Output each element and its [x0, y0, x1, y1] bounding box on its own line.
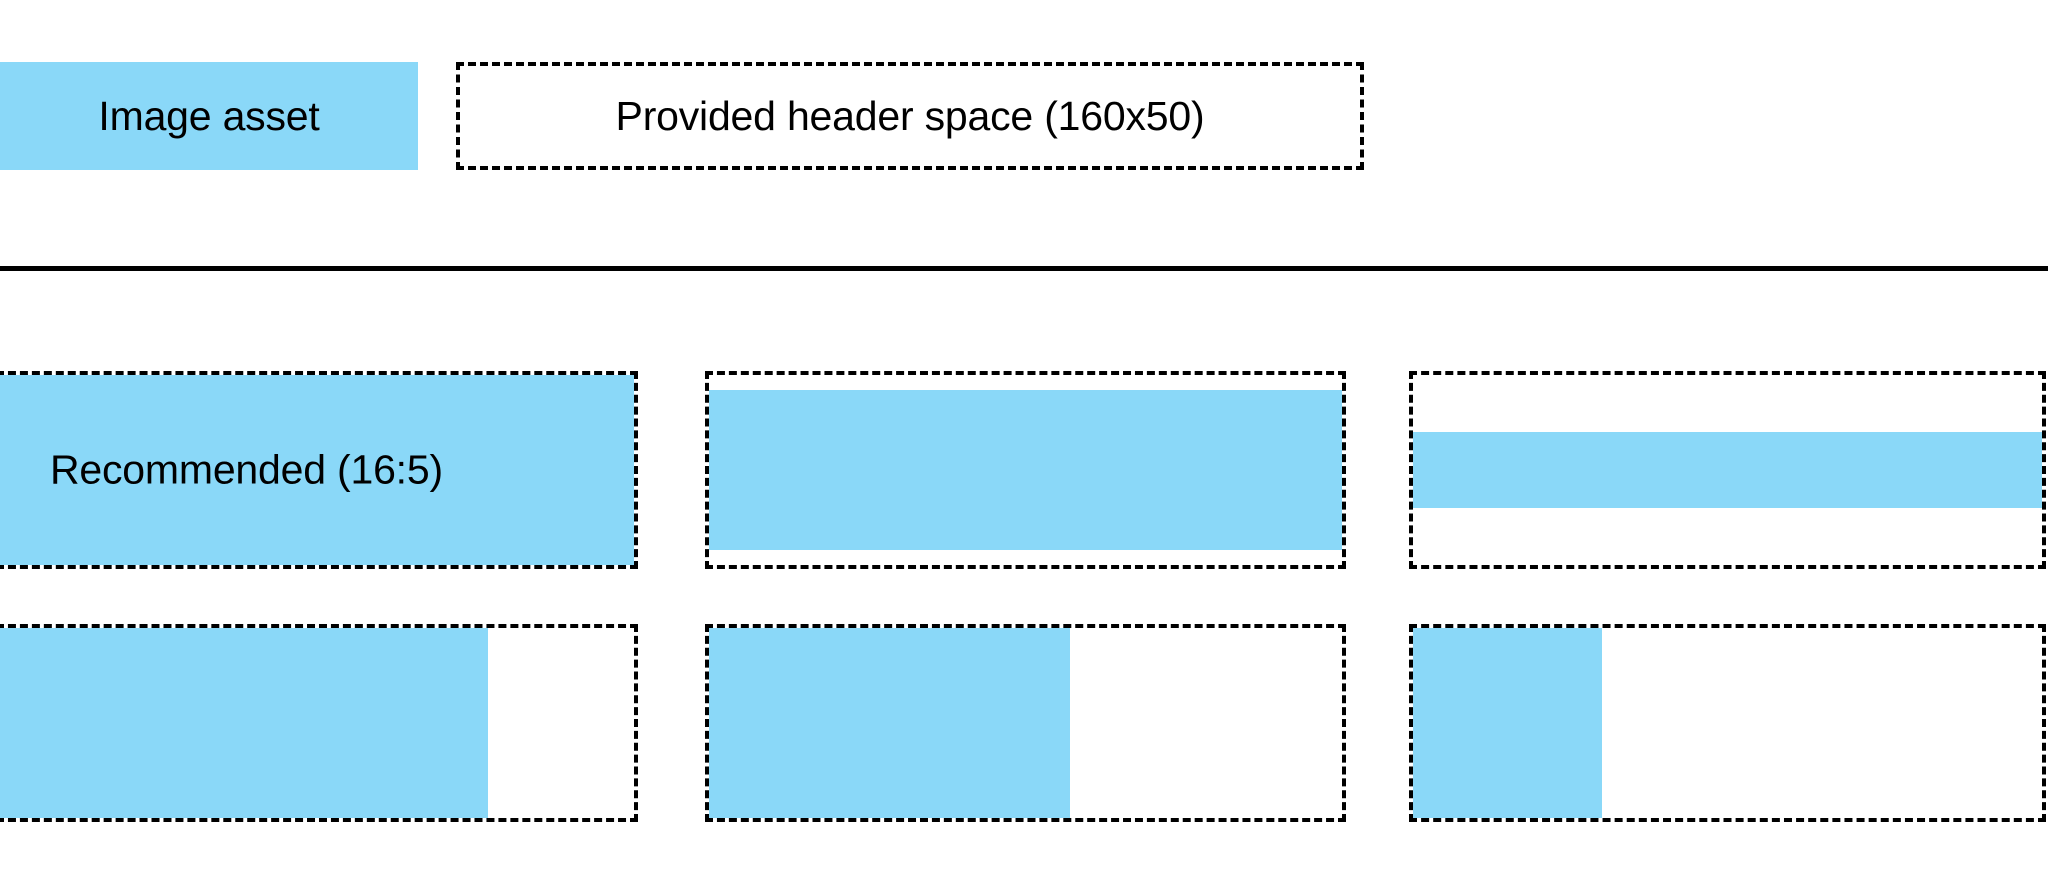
box-wide-letterbox — [705, 371, 1346, 569]
box-wide-band — [1409, 371, 2046, 569]
box-wide-band-fill — [1413, 432, 2042, 508]
image-asset-swatch: Image asset — [0, 62, 418, 170]
box-pillar-77-fill — [0, 628, 489, 818]
box-wide-letterbox-fill — [709, 390, 1342, 550]
provided-header-space-label: Provided header space (160x50) — [615, 92, 1205, 139]
section-divider — [0, 266, 2048, 271]
box-pillar-30-fill — [1413, 628, 1602, 818]
box-pillar-57 — [705, 624, 1346, 822]
box-recommended-fill — [0, 375, 634, 565]
recommended-ratio-label: Recommended (16:5) — [50, 446, 443, 493]
box-pillar-57-fill — [709, 628, 1070, 818]
provided-header-space-box: Provided header space (160x50) — [456, 62, 1364, 170]
image-asset-label: Image asset — [98, 92, 320, 139]
box-pillar-30 — [1409, 624, 2046, 822]
box-recommended: Recommended (16:5) — [0, 371, 638, 569]
box-pillar-77 — [0, 624, 638, 822]
